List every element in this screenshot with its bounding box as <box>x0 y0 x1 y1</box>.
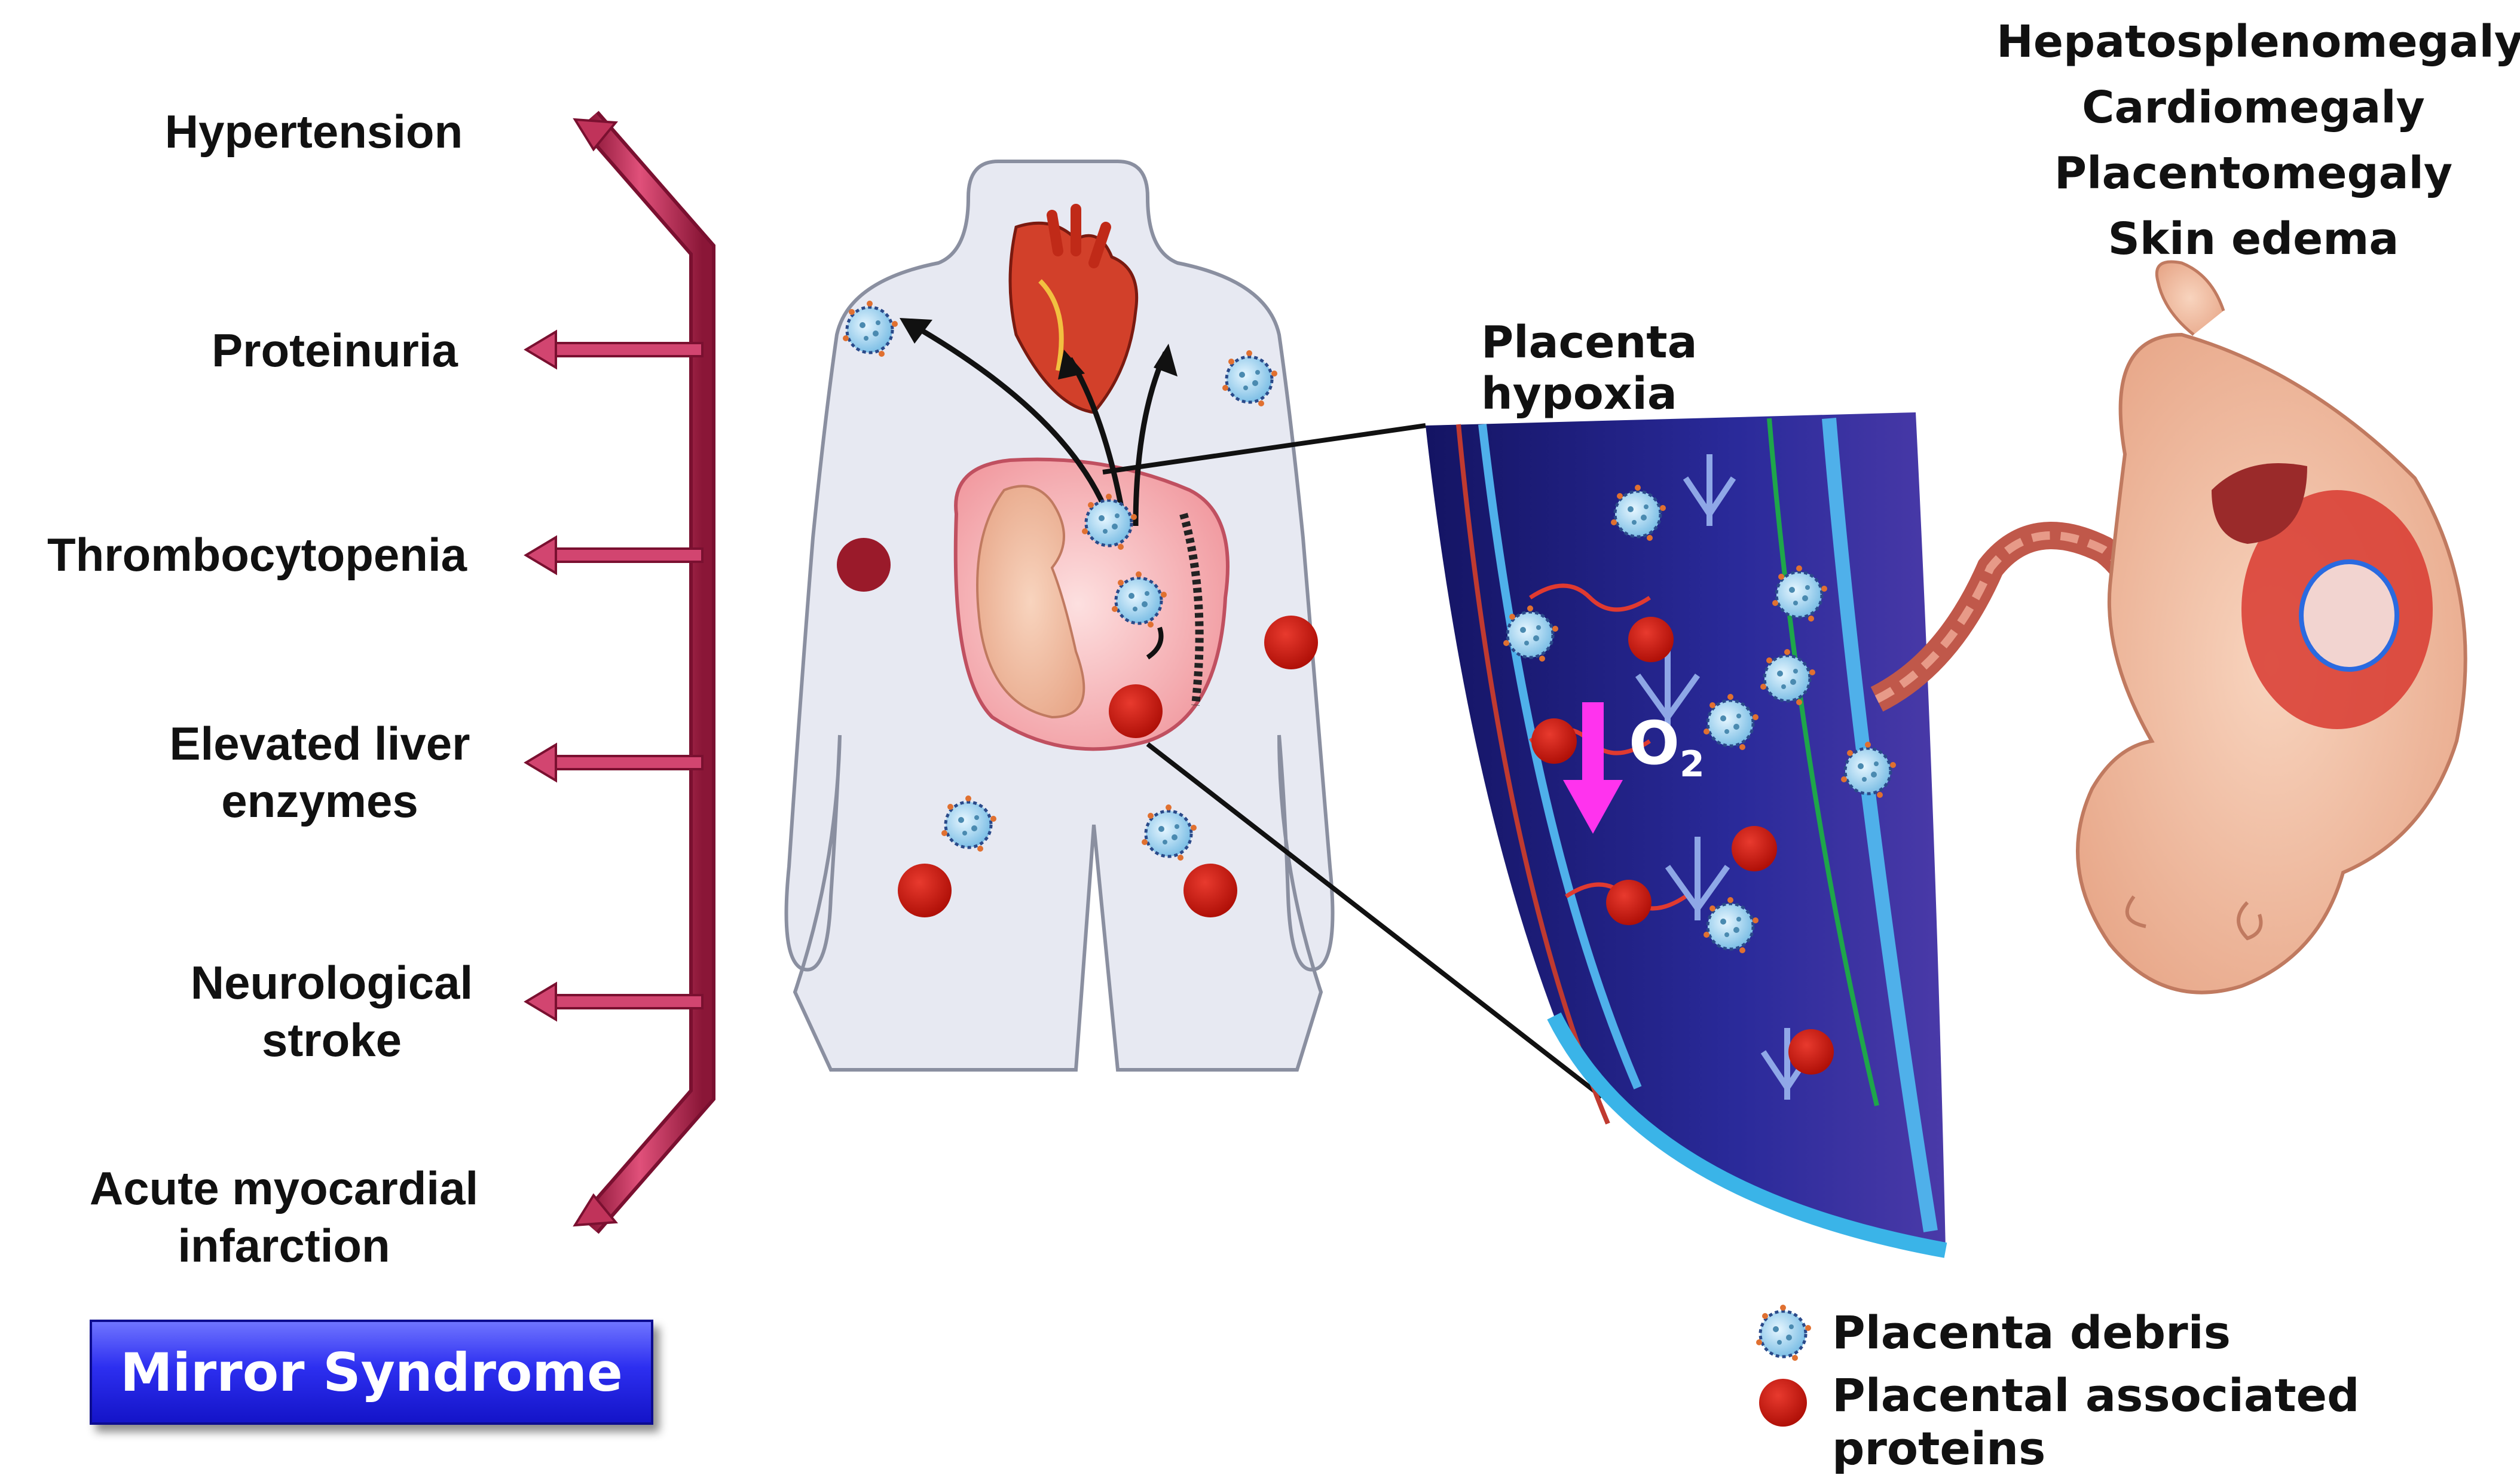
placental-protein-dots <box>837 538 1834 1075</box>
symptom-thrombocytopenia: Thrombocytopenia <box>47 528 467 581</box>
symptom-proteinuria: Proteinuria <box>212 324 458 377</box>
fetal-finding-skin-edema: Skin edema <box>2108 213 2399 265</box>
symptom-arrow-heads <box>573 118 618 1227</box>
zoom-lines <box>1102 423 1604 1099</box>
placenta-hypoxia-title: Placenta hypoxia <box>1481 317 1698 420</box>
oxygen-label: O2 <box>1629 708 1705 785</box>
legend-protein-label: Placental associated proteins <box>1832 1369 2360 1475</box>
symptom-hypertension: Hypertension <box>164 105 463 158</box>
symptom-bracket <box>579 111 715 1234</box>
fetal-finding-cardiomegaly: Cardiomegaly <box>2082 82 2425 133</box>
placenta-wedge <box>1426 412 1947 1258</box>
legend-debris-icon <box>1756 1305 1811 1361</box>
uterus <box>953 457 1230 751</box>
legend-protein-icon <box>1759 1379 1807 1427</box>
fetus <box>2076 260 2467 994</box>
legend-debris-label: Placenta debris <box>1832 1306 2231 1359</box>
mirror-syndrome-badge: Mirror Syndrome <box>90 1320 653 1425</box>
symptom-branch-arrows <box>524 329 704 1022</box>
oxygen-arrow <box>1563 702 1623 834</box>
fetal-finding-hepatosplenomegaly: Hepatosplenomegaly <box>1996 16 2520 68</box>
fetal-finding-placentomegaly: Placentomegaly <box>2054 148 2453 199</box>
flow-arrow-heads <box>900 318 1178 380</box>
mirror-syndrome-label: Mirror Syndrome <box>120 1341 623 1403</box>
fetal-findings: Hepatosplenomegaly Cardiomegaly Placento… <box>1996 9 2520 272</box>
heart-icon <box>1008 204 1139 414</box>
